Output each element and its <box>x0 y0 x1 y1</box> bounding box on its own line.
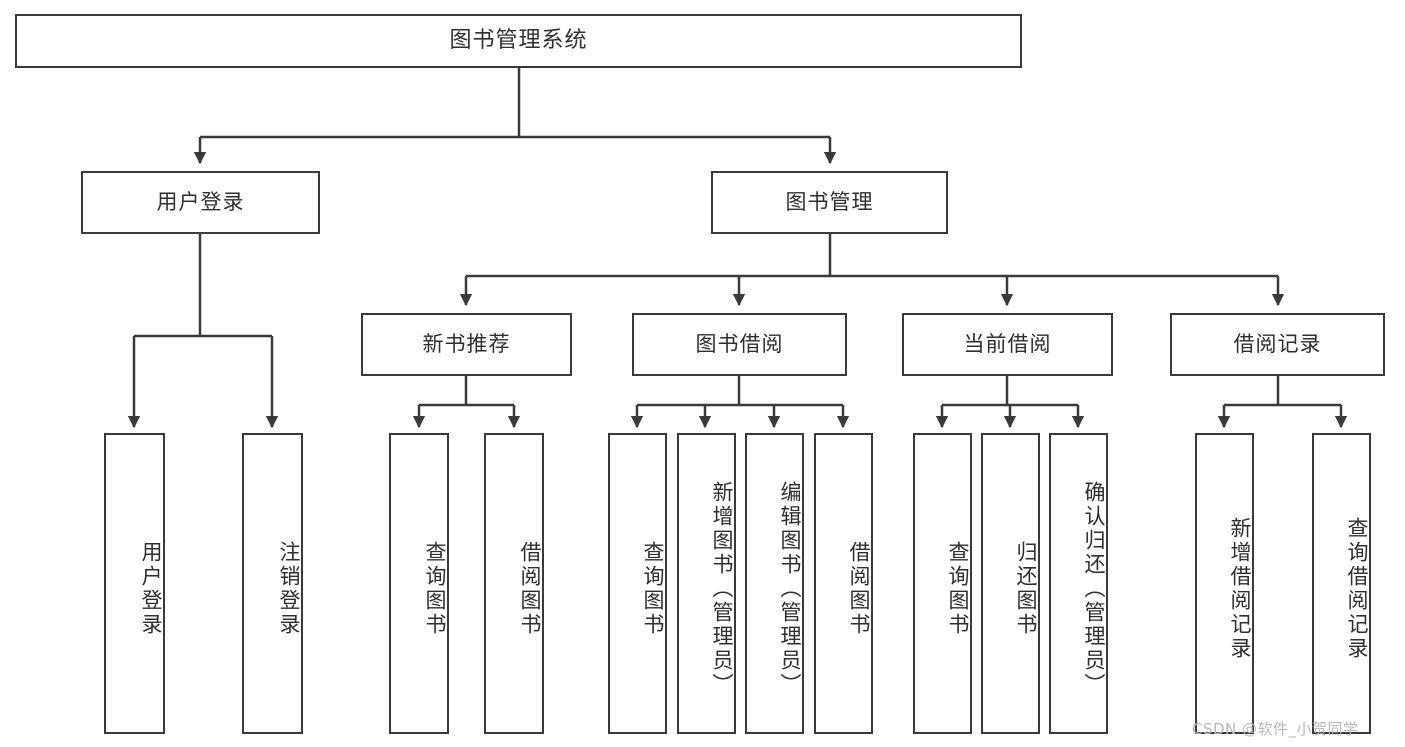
leaf-borrow-record-2[interactable]: 查询借阅记录 <box>1312 433 1371 734</box>
leaf-book-borrow-2[interactable]: 新增图书（管理员） <box>677 433 736 734</box>
leaf-current-borrow-3[interactable]: 确认归还（管理员） <box>1049 433 1108 734</box>
node-new-book-recommend[interactable]: 新书推荐 <box>361 313 572 376</box>
node-user-login[interactable]: 用户登录 <box>81 171 320 234</box>
leaf-borrow-record-1[interactable]: 新增借阅记录 <box>1195 433 1254 734</box>
node-new-book-recommend-label: 新书推荐 <box>422 331 511 356</box>
node-user-login-label: 用户登录 <box>156 189 245 214</box>
leaf-current-borrow-3-label: 确认归还（管理员） <box>1082 480 1106 697</box>
node-borrow-record[interactable]: 借阅记录 <box>1170 313 1385 376</box>
leaf-user-login-1[interactable]: 用户登录 <box>104 433 165 734</box>
leaf-book-borrow-3[interactable]: 编辑图书（管理员） <box>745 433 804 734</box>
leaf-current-borrow-1[interactable]: 查询图书 <box>913 433 972 734</box>
leaf-borrow-record-2-label: 查询借阅记录 <box>1345 516 1369 661</box>
leaf-new-book-2-label: 借阅图书 <box>518 540 542 637</box>
leaf-current-borrow-2[interactable]: 归还图书 <box>981 433 1040 734</box>
leaf-user-login-1-label: 用户登录 <box>139 540 163 637</box>
leaf-book-borrow-3-label: 编辑图书（管理员） <box>778 480 802 697</box>
leaf-current-borrow-1-label: 查询图书 <box>946 540 970 637</box>
node-book-manage-label: 图书管理 <box>785 189 874 214</box>
watermark: CSDN @软件_小贺同学 <box>1192 720 1359 738</box>
node-current-borrow-label: 当前借阅 <box>963 331 1052 356</box>
node-book-manage[interactable]: 图书管理 <box>711 171 948 234</box>
node-book-borrow[interactable]: 图书借阅 <box>632 313 847 376</box>
leaf-book-borrow-2-label: 新增图书（管理员） <box>710 480 734 697</box>
node-root-system-label: 图书管理系统 <box>449 27 588 53</box>
leaf-book-borrow-4-label: 借阅图书 <box>847 540 871 637</box>
leaf-new-book-2[interactable]: 借阅图书 <box>484 433 544 734</box>
leaf-user-login-2-label: 注销登录 <box>277 540 301 637</box>
leaf-borrow-record-1-label: 新增借阅记录 <box>1228 516 1252 661</box>
node-borrow-record-label: 借阅记录 <box>1233 331 1322 356</box>
leaf-new-book-1[interactable]: 查询图书 <box>389 433 449 734</box>
leaf-book-borrow-4[interactable]: 借阅图书 <box>814 433 873 734</box>
leaf-new-book-1-label: 查询图书 <box>423 540 447 637</box>
leaf-book-borrow-1[interactable]: 查询图书 <box>608 433 667 734</box>
leaf-user-login-2[interactable]: 注销登录 <box>242 433 303 734</box>
node-current-borrow[interactable]: 当前借阅 <box>902 313 1113 376</box>
node-book-borrow-label: 图书借阅 <box>695 331 784 356</box>
leaf-current-borrow-2-label: 归还图书 <box>1014 540 1038 637</box>
leaf-book-borrow-1-label: 查询图书 <box>641 540 665 637</box>
node-root-system[interactable]: 图书管理系统 <box>15 14 1022 68</box>
